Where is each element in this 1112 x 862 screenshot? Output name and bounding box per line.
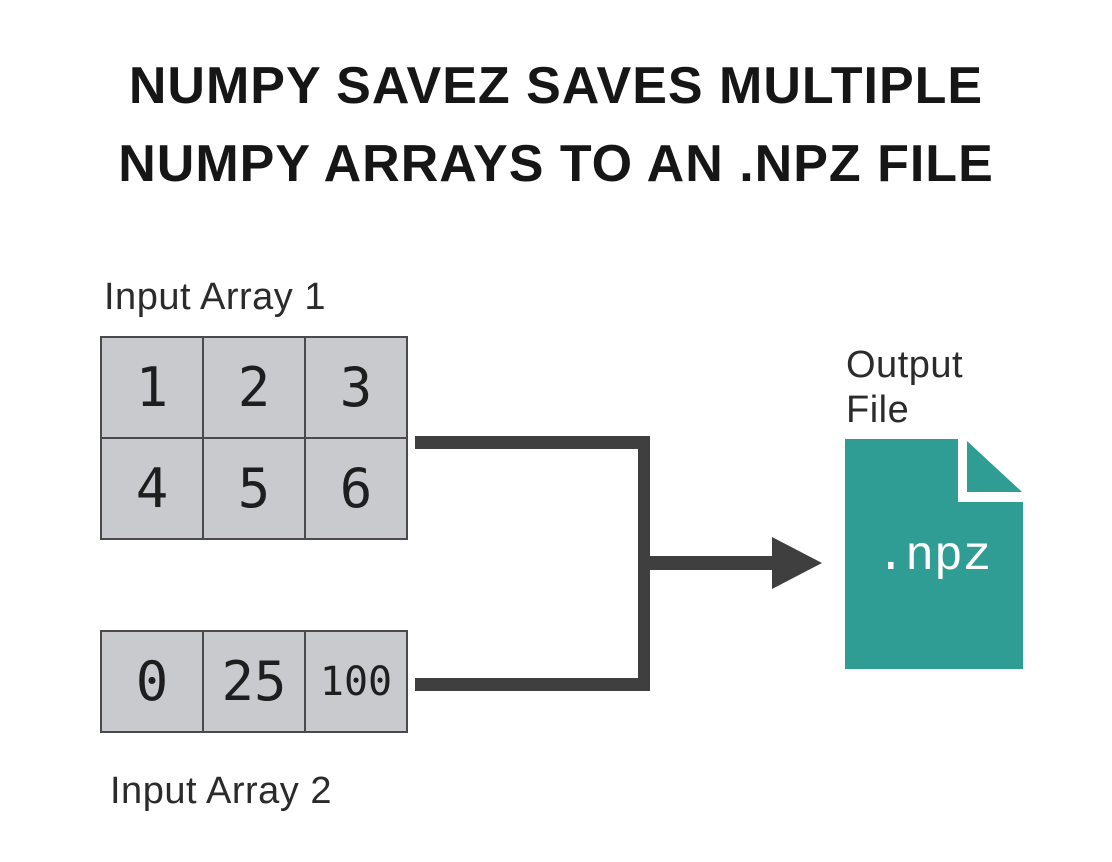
output-file-label-line-1: Output <box>846 344 964 386</box>
file-extension-label: .npz <box>876 530 992 584</box>
connector-vertical-join <box>638 436 650 691</box>
connector-from-array2 <box>415 678 650 691</box>
diagram-title-line-2: NUMPY ARRAYS TO AN .NPZ FILE <box>118 135 994 193</box>
array-cell: 3 <box>304 336 408 439</box>
output-file-label: Output File <box>846 343 963 433</box>
input-array-1-table: 1 2 3 4 5 6 <box>100 336 408 540</box>
input-array-2-label: Input Array 2 <box>110 770 332 812</box>
array-cell: 100 <box>304 630 408 733</box>
array-cell: 0 <box>100 630 204 733</box>
table-row: 0 25 100 <box>100 630 408 733</box>
output-file-label-line-2: File <box>846 389 910 431</box>
arrow-head-icon <box>772 537 822 589</box>
array-cell: 2 <box>202 336 306 439</box>
array-cell: 5 <box>202 437 306 540</box>
input-array-2-table: 0 25 100 <box>100 630 408 733</box>
arrow-shaft <box>648 556 774 570</box>
array-cell: 6 <box>304 437 408 540</box>
array-cell: 4 <box>100 437 204 540</box>
array-cell: 1 <box>100 336 204 439</box>
file-with-folded-corner-icon <box>845 439 1023 669</box>
npz-file-icon: .npz <box>845 439 1023 669</box>
input-array-1-label: Input Array 1 <box>104 276 326 318</box>
connector-from-array1 <box>415 436 650 449</box>
diagram-title-line-1: NUMPY SAVEZ SAVES MULTIPLE <box>128 57 984 115</box>
table-row: 4 5 6 <box>100 437 408 540</box>
array-cell: 25 <box>202 630 306 733</box>
table-row: 1 2 3 <box>100 336 408 439</box>
